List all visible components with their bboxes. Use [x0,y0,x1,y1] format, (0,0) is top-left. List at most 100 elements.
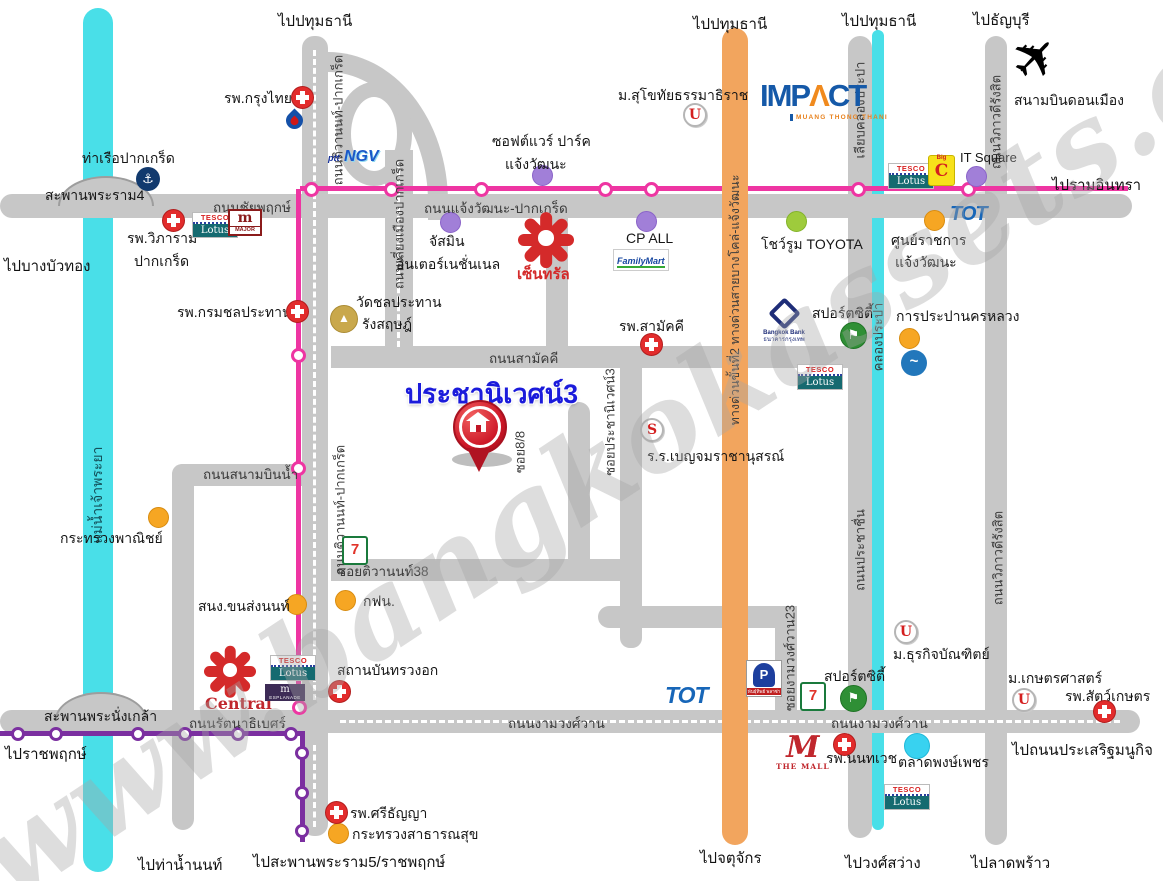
major-cineplex-logo: m MAJOR [228,209,262,236]
mwa-label: การประปานครหลวง [896,308,1020,324]
pantip-logo: P พันธุ์ทิพย์ พลาซ่า [746,660,782,697]
dest-pathumthani-prachachuen: ไปปทุมธานี [842,13,917,30]
soi-8-8-label: ซอย8/8 [512,430,528,474]
gov-complex-label2: แจ้งวัฒนะ [895,254,957,270]
hospital-cross-icon [833,733,856,756]
chaengwattana-label: ถนนแจ้งวัฒนะ-ปากเกร็ด [424,201,568,216]
tot-logo-south: TOT [665,682,709,708]
golf-icon: ⚑ [840,685,867,712]
chao-phraya-river [83,8,113,872]
pink-station [851,182,866,197]
gov-complex-dot [924,210,945,231]
ngamwongwan-label-east: ถนนงามวงศ์วาน [831,716,928,731]
kasetsart-label: ม.เกษตรศาสตร์ [1008,670,1103,686]
ministry-commerce-label: กระทรวงพาณิชย์ [60,530,163,546]
mid-soi-road [598,606,792,628]
soi-tiwanon38-label: ซอยติวานนท์38 [337,564,429,579]
seven-glyph: 7 [350,541,360,558]
big-text: Big [936,155,947,161]
tesco-text: TESCO [889,164,933,175]
hospital-cross-icon [1093,700,1116,723]
impact-a: Λ [809,78,830,113]
tiwanon-south-dash [313,745,316,827]
sanambinnam-road-vertical [172,464,194,830]
hospital-cross-icon [328,680,351,703]
tesco-lotus-logo: TESCO Lotus [884,784,930,810]
pink-station [291,461,306,476]
impact-imp: IMP [760,78,811,113]
expressway-label: ทางด่วนขั้นที่2 ทางด่วนสายบางโคล่-แจ้งวั… [728,174,742,426]
tesco-text: TESCO [798,365,842,376]
sanambinnam-road [172,464,310,486]
vibharam-hospital-label2: ปากเกร็ด [134,253,190,269]
soi-8-8-road [568,402,590,570]
seven-eleven-icon: 7 [800,682,826,711]
it-square-label: IT Square [960,150,1017,165]
ministry-health-dot [328,823,349,844]
benjama-school-label: ร.ร.เบญจมราชานุสรณ์ [647,448,785,464]
samakkhi-road [331,346,866,368]
mea-dot [335,590,356,611]
dest-pathumthani-tiwanon: ไปปทุมธานี [278,13,353,30]
location-pin-icon [453,400,507,476]
purple-station [295,746,309,760]
lotus-text: Lotus [885,796,929,809]
pin-ring [459,406,501,448]
house-icon [466,412,490,421]
pantip-text: พันธุ์ทิพย์ พลาซ่า [747,688,781,695]
dhurakij-pundit-label: ม.ธุรกิจบัณฑิตย์ [893,646,990,662]
stou-label: ม.สุโขทัยธรรมาธิราช [618,87,749,103]
pink-station [644,182,659,197]
phongphet-label: ตลาดพงษ์เพชร [898,754,989,770]
major-text: MAJOR [230,226,260,234]
dest-pathumthani-expressway: ไปปทุมธานี [693,16,768,33]
tot-logo-north: TOT [950,203,988,225]
pin-tail [467,448,491,472]
software-park-label2: แจ้งวัฒนะ [505,156,567,172]
flag-glyph: ⚑ [847,327,860,342]
familymart-logo: FamilyMart [613,249,669,271]
dest-prasert-manukitch: ไปถนนประเสริฐมนูกิจ [1012,742,1153,759]
mwa-logo: ~ [901,350,927,376]
u-letter: U [688,107,702,123]
the-mall-m: M [776,733,830,763]
school-marker: S [640,418,664,442]
software-park-dot [532,165,553,186]
don-mueang-label: สนามบินดอนเมือง [1014,92,1124,108]
purple-station [295,824,309,838]
pink-station [291,348,306,363]
bangkok-bank-logo: Bangkok Bank ธนาคารกรุงเทพ [758,297,810,344]
pantip-p: P [753,663,775,687]
jasmine-label: จัสมิน [429,233,465,249]
dest-bang-bua-thong: ไปบางบัวทอง [4,258,91,275]
rattanathibet-label: ถนนรัตนาธิเบศร์ [189,716,286,731]
mwa-dot [899,328,920,349]
dest-ram-inthra: ไปรามอินทรา [1052,177,1142,194]
jasmine-dot [440,212,461,233]
sanambinnam-label: ถนนสนามบินน้ำ [203,467,299,482]
university-marker: U [1012,688,1036,712]
wat-chonprathan-label2: รังสฤษฎ์ [362,316,413,332]
mrt-pink-line-vertical [296,189,301,710]
purple-station [49,727,63,741]
mrt-purple-line-horizontal [0,731,305,736]
dest-tha-nam-non: ไปท่าน้ำนนท์ [138,857,223,874]
cp-all-dot [636,211,657,232]
lotus-text: Lotus [889,175,933,188]
tesco-text: TESCO [193,213,237,224]
mea-label: กฟน. [363,593,395,609]
dest-ratchaphruek: ไปราชพฤกษ์ [5,746,87,763]
u-letter: U [899,624,913,640]
dest-lat-phrao: ไปลาดพร้าว [971,855,1051,872]
khlong-prapa-canal [872,30,884,830]
expressway [722,28,748,845]
lotus-text: Lotus [193,224,237,237]
vibharam-hospital-label: รพ.วิภาราม [127,230,198,246]
ferry-icon: ⚓ [136,167,160,191]
soi-ngamwongwan23-label: ซอยงามวงศ์วาน23 [782,604,798,712]
lotus-text: Lotus [271,667,315,680]
pink-station [304,182,319,197]
the-mall-logo: M THE MALL [776,733,830,772]
krungthai-hospital-label: รพ.กรุงไทย [224,90,292,106]
hospital-cross-icon [325,801,348,824]
